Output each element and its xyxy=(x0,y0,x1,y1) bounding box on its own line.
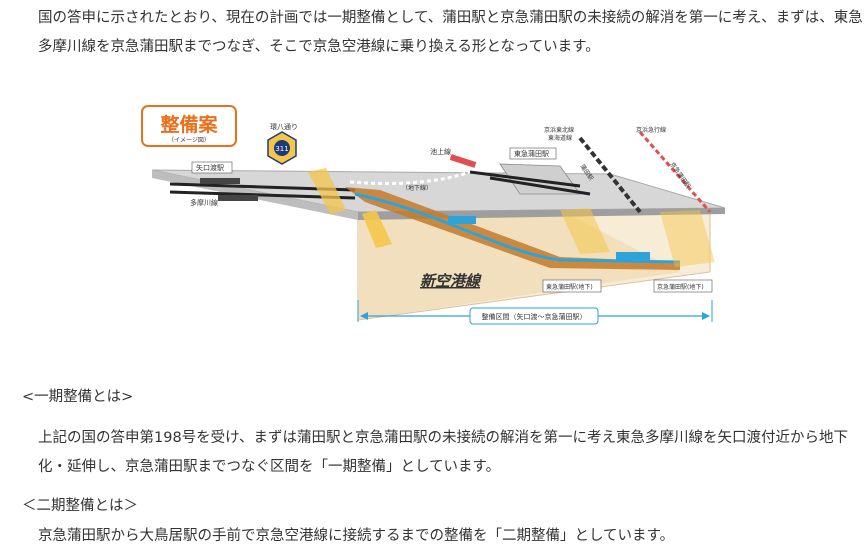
label-tokaido: 東海道線 xyxy=(548,134,572,142)
planned-route-dashed xyxy=(349,170,471,186)
section-label-box xyxy=(469,307,599,325)
label-ikegami: 池上線 xyxy=(430,147,451,156)
keikyu-underground-label-box xyxy=(653,279,713,293)
route-number-badge xyxy=(274,140,290,156)
figure-title: 整備案 xyxy=(160,113,218,136)
tamagawa-platform xyxy=(218,195,258,201)
tokyu-kamata-label-box xyxy=(509,147,557,160)
ikegami-track xyxy=(469,170,581,188)
tokyu-underground-label-box xyxy=(542,279,602,293)
label-tokyu-underground: 東急蒲田駅(地下) xyxy=(546,283,593,291)
figure-subtitle: （イメージ図） xyxy=(168,137,210,144)
title-badge xyxy=(141,105,237,147)
plan-image-figure: 整備案 （イメージ図） 311 環八通り 矢口渡駅 多摩川線 池上線 東急蒲田駅… xyxy=(140,102,730,332)
section-arrow-right xyxy=(702,312,710,320)
phase2-heading: ＜二期整備とは＞ xyxy=(22,498,138,514)
highlight-beam-3 xyxy=(560,208,610,254)
plan-illustration: 整備案 （イメージ図） 311 環八通り 矢口渡駅 多摩川線 池上線 東急蒲田駅… xyxy=(141,105,726,325)
section-arrow-left xyxy=(360,312,368,320)
jr-line xyxy=(578,136,642,214)
label-kanpachi: 環八通り xyxy=(270,122,298,131)
yaguchi-label-box xyxy=(191,161,233,174)
highlight-beam-1 xyxy=(308,168,346,214)
underground-train-1 xyxy=(448,216,476,224)
label-planned-route: （地下線） xyxy=(402,184,432,192)
label-yaguchi: 矢口渡駅 xyxy=(196,163,224,172)
ikegami-train xyxy=(449,154,477,168)
phase2-paragraph: 京急蒲田駅から大鳥居駅の手前で京急空港線に接続するまでの整備を「二期整備」として… xyxy=(38,528,675,544)
label-tokyu-kamata: 東急蒲田駅 xyxy=(514,149,549,158)
intro-paragraph: 国の答申に示されたとおり、現在の計画では一期整備として、蒲田駅と京急蒲田駅の未接… xyxy=(38,10,863,55)
new-airport-line-route xyxy=(354,192,681,264)
label-keikyu-underground: 京急蒲田駅(地下) xyxy=(657,283,704,291)
phase1-heading: <一期整備とは> xyxy=(22,389,134,405)
yaguchi-platform xyxy=(200,178,240,184)
route-number: 311 xyxy=(275,145,288,153)
label-new-airport-line: 新空港線 xyxy=(420,272,482,290)
tokyu-kamata-structure xyxy=(499,163,581,195)
label-keikyu-kamata: 京急蒲田駅 xyxy=(668,161,692,190)
label-keihin-tohoku: 京浜東北線 xyxy=(544,126,574,134)
phase1-paragraph: 上記の国の答申第198号を受け、まずは蒲田駅と京急蒲田駅の未接続の解消を第一に考… xyxy=(38,430,848,475)
kamata-track xyxy=(489,176,591,196)
highlight-beam-4 xyxy=(660,210,715,267)
highlight-beam-2 xyxy=(362,210,392,248)
label-tamagawa: 多摩川線 xyxy=(190,198,218,207)
label-keikyu: 京浜急行線 xyxy=(636,126,666,134)
underground-train-2 xyxy=(616,252,650,261)
label-section: 整備区間（矢口渡～京急蒲田駅） xyxy=(482,312,587,321)
keikyu-line xyxy=(638,131,712,213)
